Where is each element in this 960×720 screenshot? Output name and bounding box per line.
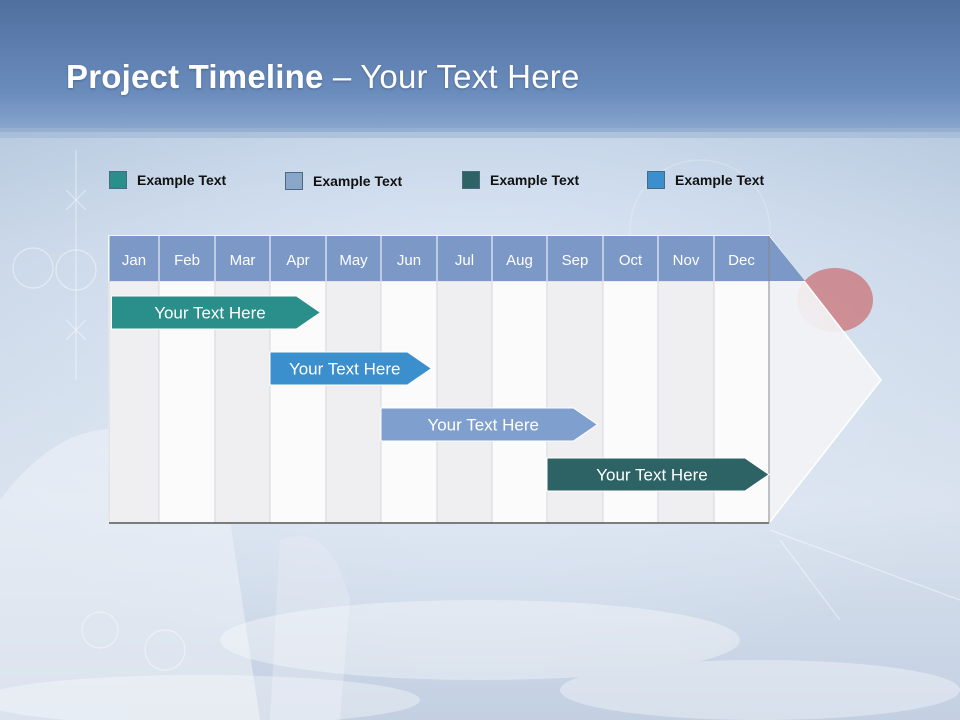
month-label-jul: Jul <box>455 252 474 269</box>
month-column-jun <box>380 280 438 524</box>
legend-item-4: Example Text <box>647 171 764 189</box>
task-bar-4 <box>546 457 770 492</box>
month-column-aug <box>491 280 548 524</box>
month-label-aug: Aug <box>506 252 533 269</box>
task-bar-label-4: Your Text Here <box>596 466 708 485</box>
legend-label-4: Example Text <box>675 172 765 188</box>
task-bar-2 <box>269 351 433 386</box>
legend-swatch-3 <box>462 171 480 189</box>
slide-title: Project Timeline – Your Text Here <box>66 58 580 96</box>
month-column-jul <box>436 280 493 524</box>
task-bar-3 <box>380 407 599 442</box>
task-bar-1 <box>111 295 322 330</box>
legend-label-1: Example Text <box>137 172 227 188</box>
title-bold: Project Timeline <box>66 58 324 95</box>
month-label-jun: Jun <box>397 252 421 269</box>
month-label-mar: Mar <box>230 252 256 269</box>
month-column-may <box>325 280 382 524</box>
month-label-feb: Feb <box>174 252 200 269</box>
month-label-sep: Sep <box>562 252 589 269</box>
month-label-nov: Nov <box>673 252 700 269</box>
title-rest: – Your Text Here <box>323 58 580 95</box>
legend-item-3: Example Text <box>462 171 579 189</box>
legend-item-1: Example Text <box>109 171 226 189</box>
month-label-apr: Apr <box>286 252 309 269</box>
month-label-dec: Dec <box>728 252 755 269</box>
legend-swatch-1 <box>109 171 127 189</box>
task-bar-label-2: Your Text Here <box>289 360 401 379</box>
month-label-oct: Oct <box>619 252 643 269</box>
legend-item-2: Example Text <box>285 172 402 190</box>
month-label-jan: Jan <box>122 252 146 269</box>
task-bar-label-1: Your Text Here <box>154 304 266 323</box>
month-label-may: May <box>339 252 368 269</box>
legend-swatch-4 <box>647 171 665 189</box>
legend-label-2: Example Text <box>313 173 403 189</box>
legend-swatch-2 <box>285 172 303 190</box>
legend-label-3: Example Text <box>490 172 580 188</box>
task-bar-label-3: Your Text Here <box>427 416 539 435</box>
month-header-band <box>109 236 805 281</box>
